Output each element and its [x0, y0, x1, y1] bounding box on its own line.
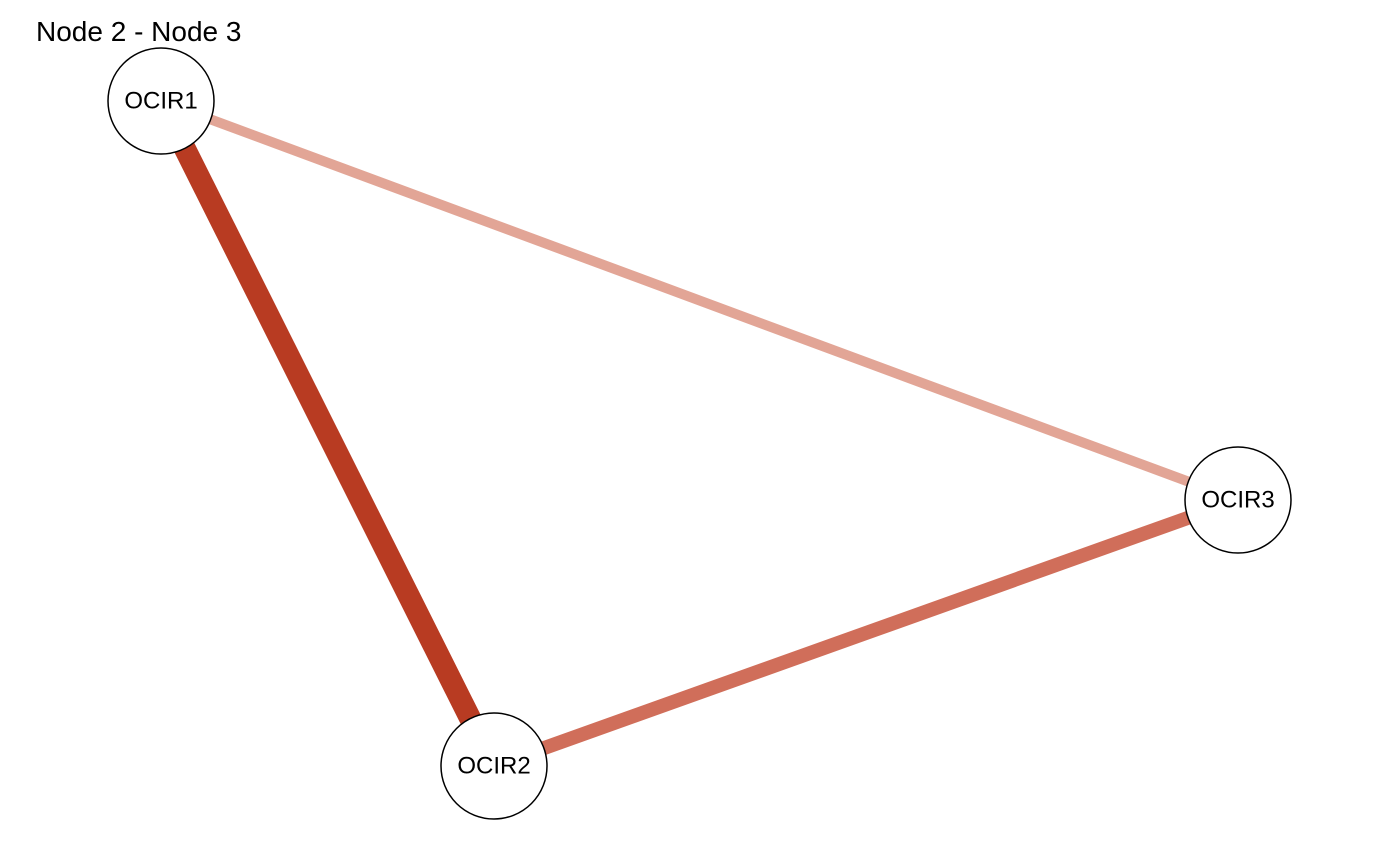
edge-ocir1-ocir2 — [151, 96, 504, 771]
node-ocir2: OCIR2 — [440, 712, 548, 820]
edges-layer — [151, 96, 1241, 773]
node-label: OCIR1 — [124, 88, 197, 115]
node-ocir1: OCIR1 — [107, 47, 215, 155]
node-ocir3: OCIR3 — [1184, 446, 1292, 554]
node-circle — [1184, 446, 1292, 554]
edge-ocir1-ocir3 — [159, 96, 1240, 505]
diagram-title: Node 2 - Node 3 — [36, 16, 242, 47]
node-label: OCIR2 — [457, 753, 530, 780]
node-label: OCIR3 — [1201, 487, 1274, 514]
node-circle — [107, 47, 215, 155]
node-circle — [440, 712, 548, 820]
edge-ocir2-ocir3 — [491, 493, 1241, 773]
